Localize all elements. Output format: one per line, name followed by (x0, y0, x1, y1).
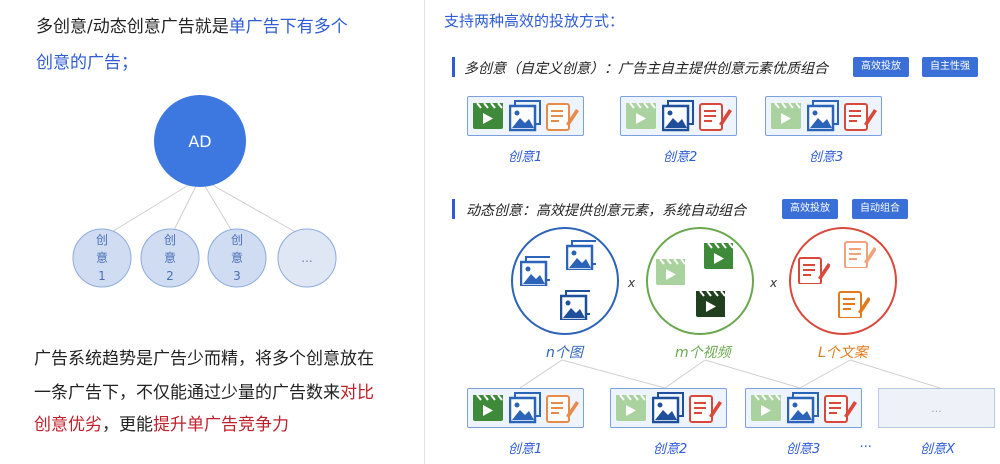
svg-text:意: 意 (96, 250, 108, 265)
outputs-ellipsis: ... (860, 436, 873, 451)
image-icon (520, 256, 550, 286)
image-icon (566, 240, 596, 270)
summary-line-3: 创意优劣，更能提升单广告竞争力 (34, 410, 289, 435)
image-pool-circle (511, 227, 619, 335)
video-icon (703, 242, 733, 270)
dynamic-creative-group-3 (745, 388, 862, 428)
summary-red: 对比 (340, 383, 374, 403)
image-icon (509, 100, 542, 132)
video-icon (472, 394, 504, 422)
svg-text:3: 3 (233, 269, 241, 283)
custom-creative-label-2: 创意2 (663, 150, 698, 165)
tree-child-3: 创 意 3 (207, 228, 267, 288)
image-icon (652, 392, 685, 424)
summary-line-1: 广告系统趋势是广告少而精，将多个创意放在 (34, 349, 374, 369)
image-icon (662, 100, 695, 132)
tree-child-more: ... (277, 228, 337, 288)
svg-text:创: 创 (164, 233, 176, 247)
video-icon (695, 290, 725, 318)
text-icon (699, 103, 733, 131)
tree-connectors (101, 177, 307, 239)
image-icon (807, 100, 840, 132)
custom-creative-label-3: 创意3 (809, 150, 844, 165)
summary-line-2: 一条广告下，不仅能通过少量的广告数来对比 (34, 378, 374, 403)
custom-creative-group-3 (765, 96, 882, 136)
summary-red: 提升单广告竞争力 (153, 415, 289, 435)
video-icon (750, 394, 782, 422)
summary-red: 创意优劣 (34, 415, 102, 435)
tree-root-node (154, 95, 246, 187)
video-icon (615, 394, 647, 422)
dynamic-creative-group-2 (610, 388, 727, 428)
section2-bar (452, 199, 455, 219)
dynamic-creative-label-3: 创意3 (786, 442, 821, 457)
image-icon (560, 290, 590, 320)
video-icon (770, 102, 802, 130)
custom-creative-label-1: 创意1 (508, 150, 543, 165)
section1-bar (452, 57, 455, 77)
copy-pool-circle (789, 227, 897, 335)
section1-tag-efficient: 高效投放 (853, 57, 909, 77)
text-icon (844, 103, 878, 131)
vertical-divider (424, 0, 425, 464)
dynamic-creative-label-1: 创意1 (508, 442, 543, 457)
text-icon (824, 395, 858, 423)
custom-creative-group-2 (620, 96, 737, 136)
video-icon (472, 102, 504, 130)
svg-text:创: 创 (96, 233, 108, 247)
tree-child-2: 创 意 2 (140, 228, 200, 288)
dynamic-creative-placeholder: ... (878, 388, 995, 428)
section2-title: 动态创意：高效提供创意元素，系统自动组合 (466, 203, 746, 219)
dynamic-creative-label-x: 创意X (920, 442, 955, 457)
section2-tag-efficient: 高效投放 (782, 199, 838, 219)
right-heading: 支持两种高效的投放方式： (444, 12, 625, 30)
dynamic-creative-label-2: 创意2 (653, 442, 688, 457)
image-count-label: n个图 (546, 345, 583, 361)
image-icon (509, 392, 542, 424)
svg-text:意: 意 (164, 250, 176, 265)
section2-tag-auto: 自动组合 (852, 199, 908, 219)
text-icon (546, 103, 580, 131)
ad-tree-diagram: AD 创 意 1 创 意 2 创 意 3 ... (72, 95, 337, 288)
section1-tag-autonomy: 自主性强 (922, 57, 978, 77)
summary-text: ，更能 (102, 415, 153, 435)
intro-highlight: 单广告下有多个 (228, 17, 348, 37)
intro-text: 多创意/动态创意广告就是 (36, 17, 229, 37)
text-icon (689, 395, 723, 423)
summary-text: 一条广告下，不仅能通过少量的广告数来 (34, 383, 340, 403)
custom-creative-group-1 (467, 96, 584, 136)
section1-title: 多创意（自定义创意）：广告主自主提供创意元素优质组合 (464, 61, 828, 77)
multiply-sign-1: x (628, 276, 636, 290)
dynamic-creative-group-1 (467, 388, 584, 428)
tree-child-1: 创 意 1 (72, 228, 132, 288)
intro-line-2: 创意的广告； (36, 53, 138, 73)
combination-connectors (519, 359, 941, 389)
svg-text:...: ... (301, 251, 312, 265)
svg-text:创: 创 (231, 233, 243, 247)
video-icon (625, 102, 657, 130)
tree-root-label: AD (188, 132, 211, 151)
svg-text:2: 2 (166, 269, 174, 283)
image-icon (787, 392, 820, 424)
svg-text:1: 1 (98, 269, 106, 283)
svg-text:意: 意 (231, 250, 243, 265)
multiply-sign-2: x (770, 276, 778, 290)
video-icon (655, 258, 685, 286)
video-pool-circle (646, 227, 754, 335)
intro-line-1: 多创意/动态创意广告就是单广告下有多个 (36, 12, 348, 37)
copy-count-label: L个文案 (818, 345, 868, 361)
text-icon (546, 395, 580, 423)
video-count-label: m个视频 (675, 345, 731, 361)
